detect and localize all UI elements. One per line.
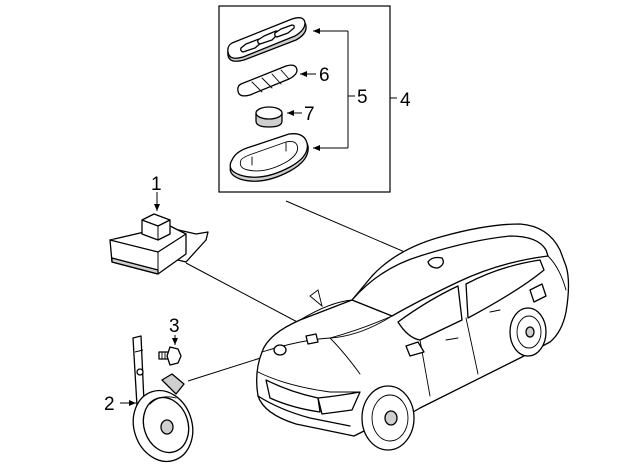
horn-leader: [187, 354, 271, 382]
callout-3: 3: [169, 316, 180, 337]
callout-5: 5: [357, 87, 368, 108]
fob-top-case: [227, 17, 307, 62]
mounting-bolt: [158, 346, 182, 366]
callout-2: 2: [104, 394, 115, 415]
callout-1: 1: [151, 174, 162, 195]
callout-4: 4: [400, 90, 411, 111]
fob-button-pad: [237, 64, 298, 97]
fob-bottom-case: [229, 133, 309, 182]
horn: [132, 373, 194, 463]
control-module: [109, 213, 209, 275]
module-leader: [185, 262, 304, 326]
callout-5-bracket: [313, 28, 355, 151]
callout-6: 6: [319, 65, 330, 86]
callout-7: 7: [304, 104, 315, 125]
battery-coin-cell: [255, 106, 283, 128]
vehicle-sedan: [256, 223, 570, 451]
